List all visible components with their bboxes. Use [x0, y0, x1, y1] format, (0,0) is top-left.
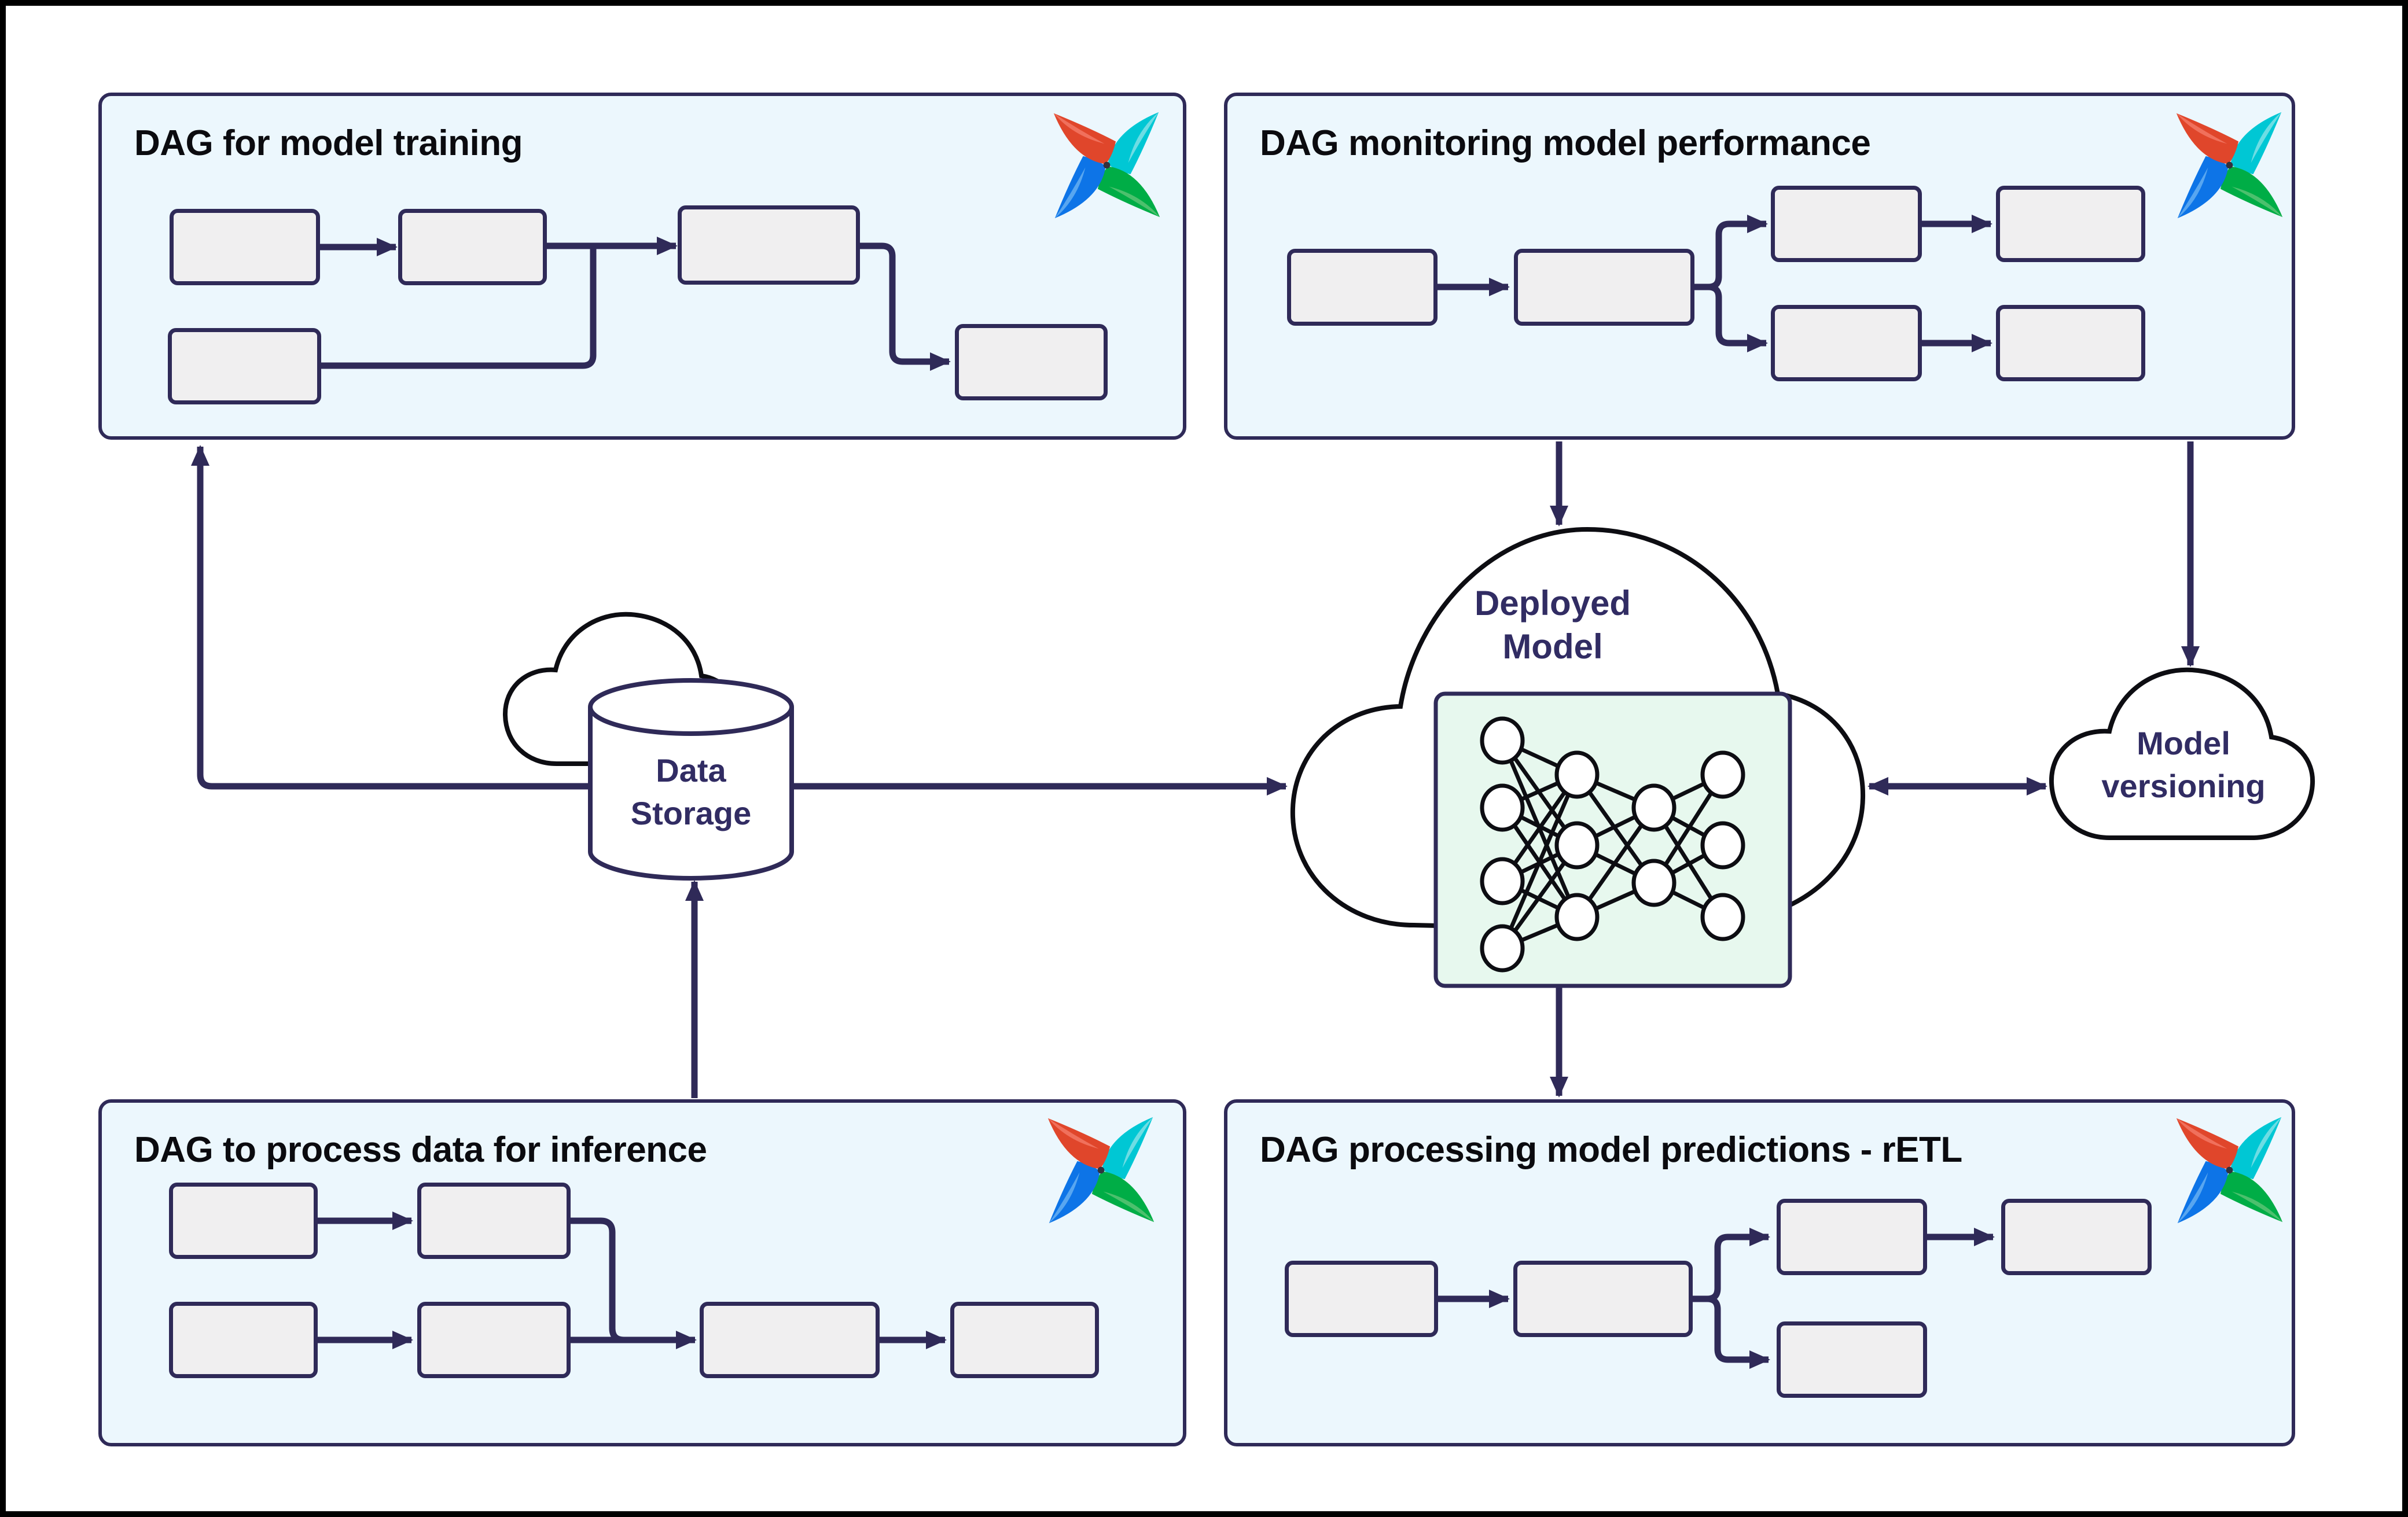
task-box	[170, 209, 320, 285]
task-box	[417, 1302, 571, 1378]
airflow-pinwheel-icon	[2176, 112, 2283, 219]
task-box	[169, 1302, 318, 1378]
airflow-pinwheel-icon	[2176, 1117, 2283, 1224]
task-box	[1514, 249, 1694, 326]
task-box	[678, 205, 860, 285]
task-box	[1285, 1261, 1438, 1337]
panel-title-retl: DAG processing model predictions - rETL	[1260, 1130, 1962, 1170]
panel-dag-inference	[98, 1099, 1186, 1446]
task-box	[1287, 249, 1438, 326]
task-box	[1513, 1261, 1693, 1337]
data-storage-label: Data Storage	[630, 752, 752, 831]
neural-network-icon	[1433, 691, 1792, 988]
airflow-pinwheel-icon	[1053, 112, 1160, 219]
task-box	[950, 1302, 1099, 1378]
task-box	[1777, 1199, 1927, 1275]
task-box	[398, 209, 547, 285]
task-box	[1771, 186, 1922, 262]
task-box	[1996, 186, 2145, 262]
task-box	[700, 1302, 880, 1378]
link-storage-to-training	[191, 445, 590, 790]
task-box	[1996, 305, 2145, 381]
model-versioning-label: Model versioning	[2101, 725, 2266, 804]
task-box	[955, 324, 1108, 400]
panel-title-training: DAG for model training	[134, 123, 523, 163]
task-box	[168, 328, 321, 404]
task-box	[1771, 305, 1922, 381]
panel-title-inference: DAG to process data for inference	[134, 1130, 707, 1170]
task-box	[2001, 1199, 2152, 1275]
task-box	[1777, 1321, 1927, 1398]
task-box	[417, 1183, 571, 1259]
airflow-pinwheel-icon	[1047, 1117, 1155, 1224]
task-box	[169, 1183, 318, 1259]
panel-title-monitoring: DAG monitoring model performance	[1260, 123, 1871, 163]
deployed-model-label: Deployed Model	[1474, 584, 1631, 666]
data-storage-cloud-icon	[502, 612, 740, 766]
